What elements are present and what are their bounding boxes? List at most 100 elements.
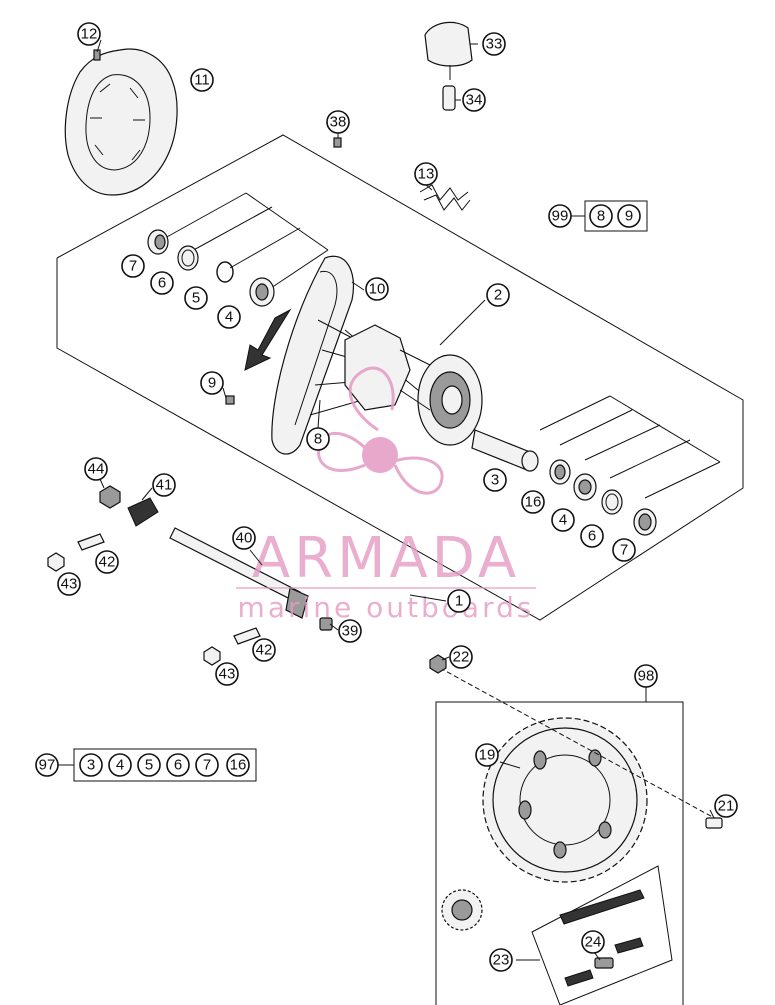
- callout-5: 5: [184, 286, 208, 310]
- callout-4-back: 4: [551, 508, 575, 532]
- hex-nut-left: [47, 552, 65, 572]
- svg-text:43: 43: [61, 576, 78, 593]
- svg-text:99: 99: [552, 208, 569, 225]
- kit-99-id: 99: [548, 204, 572, 228]
- cush-rubber-part: [424, 21, 473, 80]
- adjusting-screw-left: [77, 533, 105, 551]
- kit-99-group: 99 8 9: [548, 200, 648, 232]
- rim-part: [271, 255, 354, 455]
- spacer-sleeve-part: [471, 429, 539, 472]
- chain-part: [559, 889, 645, 987]
- svg-text:34: 34: [466, 92, 483, 109]
- wheel-spindle-part: [169, 527, 309, 619]
- svg-text:33: 33: [486, 36, 503, 53]
- kit-97-item-5: 7: [195, 753, 219, 777]
- callout-1: 1: [447, 589, 471, 613]
- watermark-tagline: marine outboards: [238, 591, 535, 624]
- callout-98: 98: [634, 664, 658, 688]
- callout-44: 44: [84, 457, 108, 481]
- callout-19: 19: [475, 743, 499, 767]
- svg-text:8: 8: [314, 431, 322, 448]
- bearing-16: [549, 459, 571, 485]
- svg-text:8: 8: [597, 208, 605, 225]
- kit-97-item-2: 4: [108, 753, 132, 777]
- kit-99-item-1: 8: [589, 204, 613, 228]
- svg-text:42: 42: [99, 554, 116, 571]
- svg-text:16: 16: [230, 757, 247, 774]
- svg-text:9: 9: [625, 208, 633, 225]
- rotation-arrow-icon: [244, 308, 292, 371]
- svg-text:7: 7: [203, 757, 211, 774]
- callout-41: 41: [152, 473, 176, 497]
- ball-bearing-left: [249, 277, 275, 307]
- chain-box: [531, 865, 673, 1005]
- kit-97-item-1: 3: [79, 753, 103, 777]
- svg-text:21: 21: [718, 798, 735, 815]
- callout-38: 38: [326, 110, 350, 134]
- callout-33: 33: [482, 32, 506, 56]
- svg-text:5: 5: [145, 757, 153, 774]
- adjusting-screw-right: [233, 627, 261, 645]
- callout-7-front: 7: [121, 254, 145, 278]
- shaft-seal-left: [147, 229, 169, 255]
- circlip-part: [216, 261, 234, 283]
- valve-cap-part: [333, 137, 342, 148]
- callout-34: 34: [462, 88, 486, 112]
- kit-97-box: [73, 748, 257, 782]
- callout-6-back: 6: [580, 524, 604, 548]
- svg-text:23: 23: [493, 952, 510, 969]
- svg-text:11: 11: [194, 72, 210, 89]
- svg-text:19: 19: [479, 747, 496, 764]
- svg-text:40: 40: [236, 530, 253, 547]
- svg-text:2: 2: [494, 287, 502, 304]
- kit-97-group: 97 3 4 5 6 7 16: [35, 748, 257, 782]
- svg-text:9: 9: [208, 375, 216, 392]
- svg-text:43: 43: [219, 666, 236, 683]
- callout-43-right: 43: [215, 662, 239, 686]
- bearing-4b: [573, 473, 597, 501]
- brake-disc-part: [64, 48, 178, 196]
- kit-99-item-2: 9: [617, 204, 641, 228]
- callout-2: 2: [486, 283, 510, 307]
- callout-11: 11: [190, 68, 214, 92]
- collar-nut-part: [99, 485, 121, 509]
- svg-text:3: 3: [87, 757, 95, 774]
- callout-39: 39: [338, 619, 362, 643]
- nipple-part: [225, 395, 235, 405]
- callout-42-left: 42: [95, 550, 119, 574]
- oil-seal-right: [601, 489, 623, 515]
- svg-text:5: 5: [192, 290, 200, 307]
- distance-sleeve-part: [442, 85, 456, 111]
- callout-7-back: 7: [612, 538, 636, 562]
- svg-text:4: 4: [225, 309, 233, 326]
- callout-16: 16: [521, 490, 545, 514]
- callout-9: 9: [200, 371, 224, 395]
- callout-40: 40: [232, 526, 256, 550]
- svg-text:6: 6: [174, 757, 182, 774]
- svg-text:22: 22: [453, 649, 470, 666]
- kit-97-item-6: 16: [226, 753, 250, 777]
- front-sprocket-part: [441, 889, 483, 931]
- disc-bolt-part: [93, 49, 101, 61]
- callout-23: 23: [489, 948, 513, 972]
- svg-text:10: 10: [369, 281, 386, 298]
- callout-22: 22: [449, 645, 473, 669]
- callout-42-right: 42: [252, 638, 276, 662]
- svg-text:3: 3: [491, 472, 499, 489]
- svg-text:13: 13: [418, 166, 435, 183]
- spacer-39: [319, 617, 333, 631]
- sprocket-bolt-21: [705, 817, 723, 829]
- svg-text:7: 7: [620, 542, 628, 559]
- chain-adjuster-left: [127, 497, 159, 527]
- callout-43-left: 43: [57, 572, 81, 596]
- svg-text:16: 16: [525, 494, 542, 511]
- svg-text:42: 42: [256, 642, 273, 659]
- callout-24: 24: [581, 930, 605, 954]
- kit-97-item-3: 5: [137, 753, 161, 777]
- callout-10: 10: [365, 277, 389, 301]
- svg-text:4: 4: [116, 757, 124, 774]
- svg-text:12: 12: [81, 26, 98, 43]
- svg-text:7: 7: [129, 258, 137, 275]
- kit-99-box: [584, 200, 648, 232]
